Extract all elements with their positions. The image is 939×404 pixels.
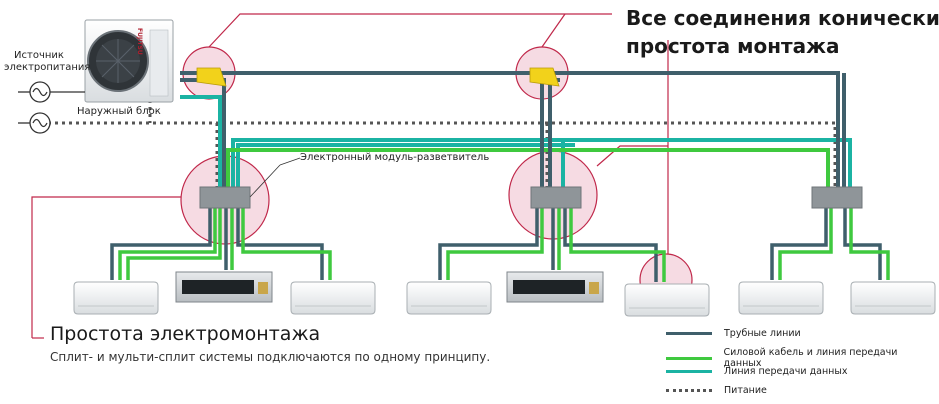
legend-swatch-supply xyxy=(666,389,712,392)
headline-line-2: простота монтажа xyxy=(626,34,840,58)
connector-1 xyxy=(196,67,227,87)
callout-leaders xyxy=(31,13,669,330)
legend-label: Питание xyxy=(724,385,767,396)
legend-swatch-pipe xyxy=(666,332,712,335)
legend-label: Трубные линии xyxy=(724,328,801,339)
indoor-units xyxy=(73,271,936,317)
wall-unit-3 xyxy=(406,281,492,315)
outdoor-unit-label: Наружный блок xyxy=(77,106,161,117)
outdoor-unit xyxy=(84,19,174,103)
duct-unit-2 xyxy=(506,271,604,303)
wall-unit-2 xyxy=(290,281,376,315)
module-1-branches xyxy=(110,207,332,280)
power-source-label: Источник электропитания xyxy=(4,50,91,73)
legend-item-data: Линия передачи данных xyxy=(666,366,848,377)
power-source-symbols xyxy=(18,81,85,134)
legend-label: Линия передачи данных xyxy=(724,366,848,377)
connector-2 xyxy=(529,67,560,87)
branch-modules xyxy=(199,186,863,209)
branch-module-2 xyxy=(530,186,582,209)
power-data-lines xyxy=(226,148,830,190)
legend-swatch-power-data xyxy=(666,356,712,360)
pipe-lines xyxy=(180,71,846,190)
branch-module-1 xyxy=(199,186,251,209)
headline-line-1: Все соединения конические: xyxy=(626,6,939,30)
bottom-title: Простота электромонтажа xyxy=(50,323,321,345)
wall-unit-6 xyxy=(850,281,936,315)
wall-unit-4 xyxy=(624,283,710,317)
legend: Трубные линии Силовой кабель и линия пер… xyxy=(666,328,936,402)
conical-connectors xyxy=(196,67,560,87)
wall-unit-5 xyxy=(738,281,824,315)
module-label: Электронный модуль-разветвитель xyxy=(300,152,490,163)
legend-item-power-data: Силовой кабель и линия передачи данных xyxy=(666,347,936,369)
module-3-branches xyxy=(770,207,890,280)
bottom-subtitle: Сплит- и мульти-сплит системы подключают… xyxy=(50,350,491,364)
legend-swatch-data xyxy=(666,370,712,373)
callout-circles xyxy=(180,46,693,307)
wall-unit-1 xyxy=(73,281,159,315)
legend-item-supply: Питание xyxy=(666,385,767,396)
module-2-branches xyxy=(438,207,666,282)
brand-logo: FUJITSU xyxy=(136,28,143,55)
power-supply-lines xyxy=(48,100,837,190)
duct-unit-1 xyxy=(175,271,273,303)
legend-label: Силовой кабель и линия передачи данных xyxy=(723,347,898,369)
branch-module-3 xyxy=(811,186,863,209)
module-label-leader xyxy=(249,164,281,198)
legend-item-pipe: Трубные линии xyxy=(666,328,801,339)
